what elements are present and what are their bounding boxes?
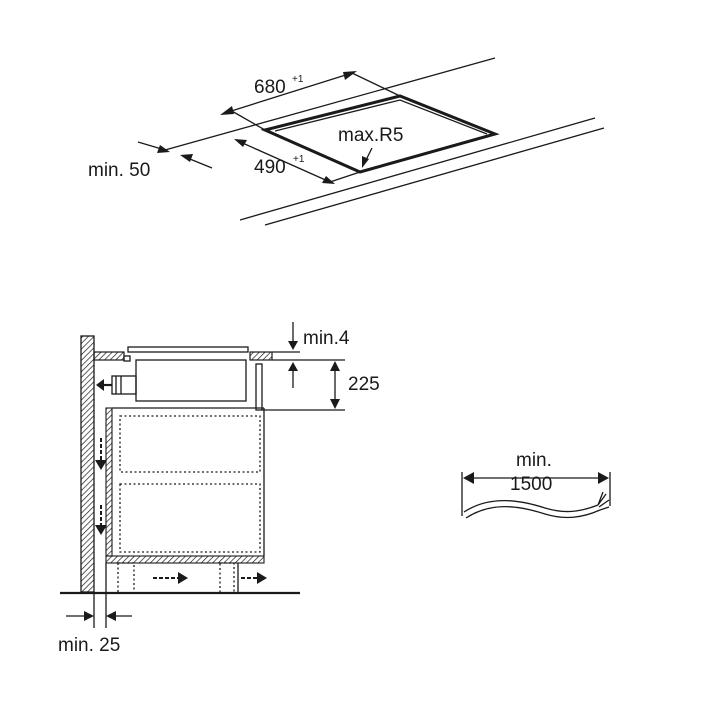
drawer-lower — [119, 483, 261, 553]
worktop-right — [249, 351, 273, 361]
cutout-inner-edge — [274, 99, 488, 135]
depth-label: 490 — [254, 157, 286, 178]
cable-wire-ends — [597, 491, 610, 511]
power-cable — [463, 499, 599, 513]
airflow-arrow-right-2 — [257, 572, 267, 584]
width-dimension-line — [224, 72, 353, 114]
gap-arrow-up — [288, 362, 298, 371]
depth-arrow-bottom — [322, 176, 335, 184]
rear-wall — [80, 335, 95, 593]
width-extension-right — [351, 72, 401, 97]
height-label: 225 — [348, 374, 380, 395]
airflow-arrow-down-2 — [95, 525, 107, 535]
radius-label: max.R5 — [338, 125, 403, 146]
depth-arrow-top — [234, 139, 247, 147]
wall-distance-arrow-right — [106, 611, 116, 621]
width-arrow-right — [343, 71, 357, 80]
gap-arrow-down — [288, 341, 298, 350]
cabinet-base-panel — [105, 555, 265, 564]
depth-tolerance: +1 — [293, 154, 305, 165]
cable-label-line2: 1500 — [510, 474, 552, 495]
hob-body — [135, 359, 247, 402]
depth-dimension-line — [237, 140, 331, 183]
worktop-front-edge-upper — [239, 117, 596, 221]
cable-arrow-left — [463, 472, 474, 484]
power-cable-view: min. 1500 — [461, 450, 611, 519]
height-arrow-bottom — [330, 399, 340, 409]
cable-label-line1: min. — [516, 450, 552, 471]
plinth-foot-left — [117, 562, 135, 594]
hob-left-bracket — [123, 355, 131, 362]
hob-glass — [127, 346, 249, 353]
airflow-arrow-out — [96, 379, 104, 391]
worktop-back-edge — [164, 57, 496, 151]
radius-arrow — [362, 156, 369, 168]
width-arrow-left — [220, 106, 234, 115]
airflow-arrow-right-1 — [178, 572, 188, 584]
gap-label: min.4 — [303, 328, 350, 349]
edge-distance-arrow-left — [157, 145, 170, 153]
wall-distance-label: min. 25 — [58, 635, 120, 656]
width-label: 680 — [254, 77, 286, 98]
cabinet-section-view: min.4 225 min. 25 — [58, 322, 380, 656]
worktop-left — [93, 351, 125, 361]
worktop-front-edge-lower — [264, 127, 605, 226]
cabinet-side-top — [255, 363, 263, 411]
depth-extension — [329, 171, 361, 183]
wall-distance-arrow-left — [84, 611, 94, 621]
width-tolerance: +1 — [292, 74, 304, 85]
height-arrow-top — [330, 361, 340, 371]
drawer-upper — [119, 415, 261, 473]
width-extension-left — [229, 109, 266, 131]
edge-distance-label: min. 50 — [88, 160, 150, 181]
cable-arrow-right — [598, 472, 609, 484]
edge-distance-arrow-right — [180, 154, 193, 162]
worktop-cutout-view: 680 +1 490 +1 max.R5 min. 50 — [88, 57, 605, 226]
cabinet-back-panel — [105, 407, 113, 557]
airflow-arrow-down-1 — [95, 460, 107, 470]
plinth-foot-right — [219, 562, 235, 594]
cutout-outline — [260, 94, 500, 174]
